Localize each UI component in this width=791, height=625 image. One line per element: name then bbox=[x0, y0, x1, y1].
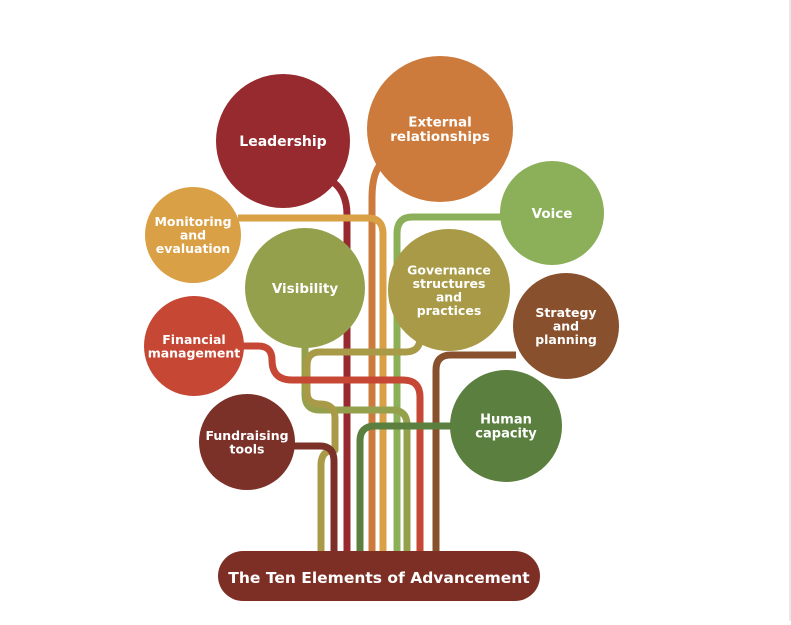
branch-voice bbox=[393, 213, 502, 552]
branch-monitoring-evaluation bbox=[238, 214, 387, 552]
element-label-line: relationships bbox=[390, 129, 490, 145]
page-edge bbox=[789, 0, 791, 621]
element-label-line: management bbox=[148, 345, 241, 360]
element-circle-voice bbox=[500, 161, 604, 265]
element-leadership: Leadership bbox=[216, 74, 350, 208]
element-circle-strategy-planning bbox=[513, 273, 619, 379]
element-label-line: and bbox=[180, 228, 206, 243]
element-label-line: Strategy bbox=[535, 305, 596, 320]
branch-human-capacity bbox=[356, 422, 455, 552]
element-label-line: evaluation bbox=[156, 241, 230, 256]
element-circle-visibility bbox=[245, 228, 365, 348]
branches bbox=[238, 162, 516, 552]
element-label-line: Fundraising bbox=[205, 428, 288, 443]
element-label-line: Financial bbox=[162, 332, 225, 347]
element-circle-monitoring-evaluation bbox=[145, 187, 241, 283]
element-label-voice: Voice bbox=[532, 206, 573, 222]
element-circle-external-relationships bbox=[367, 56, 513, 202]
element-label-leadership: Leadership bbox=[239, 134, 326, 150]
element-label-line: Visibility bbox=[272, 281, 339, 297]
element-label-line: practices bbox=[417, 303, 482, 318]
element-circle-fundraising-tools bbox=[199, 394, 295, 490]
element-label-line: tools bbox=[230, 441, 265, 456]
element-label-line: and bbox=[553, 319, 579, 334]
element-label-line: Leadership bbox=[239, 134, 326, 150]
element-label-visibility: Visibility bbox=[272, 281, 339, 297]
element-label-line: and bbox=[436, 289, 462, 304]
diagram-title: The Ten Elements of Advancement bbox=[228, 569, 530, 587]
element-label-line: planning bbox=[535, 332, 597, 347]
element-label-line: External bbox=[408, 115, 472, 131]
element-circle-financial-management bbox=[144, 296, 244, 396]
element-label-line: capacity bbox=[475, 427, 537, 442]
branch-financial-management bbox=[240, 342, 424, 552]
element-label-line: Governance bbox=[407, 262, 491, 277]
element-label-line: Human bbox=[480, 413, 532, 428]
element-visibility: Visibility bbox=[245, 228, 365, 348]
element-label-line: Monitoring bbox=[154, 214, 231, 229]
title-background bbox=[218, 551, 540, 601]
element-voice: Voice bbox=[500, 161, 604, 265]
element-circle-human-capacity bbox=[450, 370, 562, 482]
branch-strategy-planning bbox=[432, 351, 516, 552]
element-label-line: Voice bbox=[532, 206, 573, 222]
title-banner: The Ten Elements of Advancement bbox=[218, 551, 540, 601]
element-circle-governance bbox=[388, 229, 510, 351]
element-circle-leadership bbox=[216, 74, 350, 208]
branch-fundraising-tools bbox=[290, 442, 338, 552]
element-label-line: structures bbox=[413, 276, 486, 291]
